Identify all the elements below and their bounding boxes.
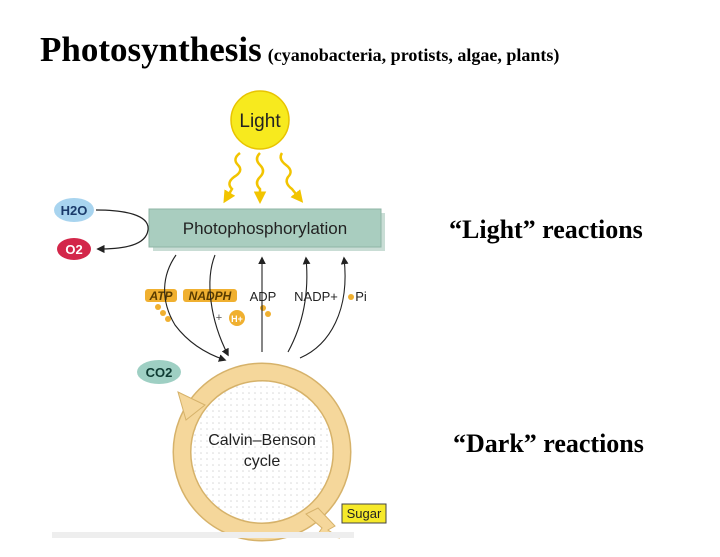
slide-title: Photosynthesis(cyanobacteria, protists, … xyxy=(40,30,559,70)
sun-icon xyxy=(230,90,290,150)
adp-label: ADP xyxy=(250,289,277,304)
pi-label: Pi xyxy=(355,289,367,304)
h-plus-dot xyxy=(229,310,245,326)
light-ray-center xyxy=(253,152,267,204)
title-subtitle: (cyanobacteria, protists, algae, plants) xyxy=(267,45,560,65)
water-splitting-arrow xyxy=(95,209,149,254)
photophosphorylation-box: Photophosphorylation xyxy=(148,208,385,251)
arrow-atp-down xyxy=(164,254,227,362)
atp-label-group: ATP xyxy=(145,289,177,303)
cycle-label-line1: Calvin–Benson xyxy=(208,432,316,449)
atp-dot-3 xyxy=(165,316,171,322)
o2-blob xyxy=(57,238,91,260)
light-ray-left xyxy=(223,152,242,204)
atp-dot-1 xyxy=(155,304,161,310)
sugar-label: Sugar xyxy=(347,506,382,521)
bottom-bar xyxy=(52,532,354,538)
title-main: Photosynthesis xyxy=(40,30,262,69)
cycle-center xyxy=(190,380,334,524)
photophosphorylation-label: Photophosphorylation xyxy=(183,219,347,238)
co2-label: CO2 xyxy=(146,365,173,380)
dark-reactions-label: “Dark” reactions xyxy=(453,429,644,458)
o2-molecule: O2 xyxy=(57,238,91,260)
light-ray-right xyxy=(279,152,304,203)
atp-highlight xyxy=(145,289,177,302)
photo-box xyxy=(148,208,382,248)
arrow-pi-up xyxy=(299,256,349,359)
exchange-arrows xyxy=(164,254,349,362)
h2o-molecule: H2O xyxy=(54,198,94,222)
sugar-output: Sugar xyxy=(341,503,387,524)
h-plus-ion: H+ xyxy=(229,310,245,326)
atp-dot-2 xyxy=(160,310,166,316)
plus-sign: + xyxy=(216,312,222,324)
co2-blob xyxy=(137,360,181,384)
nadp-plus-label: NADP+ xyxy=(294,289,338,304)
h-plus-label: H+ xyxy=(231,314,243,324)
co2-molecule: CO2 xyxy=(137,360,181,384)
adp-dot-1 xyxy=(260,305,266,311)
cycle-label-line2: cycle xyxy=(244,453,281,470)
cycle-ring-arrowhead xyxy=(177,391,206,421)
light-reactions-label: “Light” reactions xyxy=(449,215,643,244)
light-label: Light xyxy=(239,111,281,132)
o2-label: O2 xyxy=(65,242,82,257)
light-sun: Light xyxy=(230,90,290,150)
h2o-blob xyxy=(54,198,94,222)
arrow-nadph-down xyxy=(209,254,229,357)
pi-dot xyxy=(348,294,354,300)
light-rays xyxy=(223,152,304,204)
sugar-box xyxy=(341,503,387,524)
arrow-nadp-up xyxy=(287,256,311,353)
calvin-benson-cycle: Calvin–Benson cycle xyxy=(172,362,352,542)
adp-dot-2 xyxy=(265,311,271,317)
atp-label: ATP xyxy=(148,289,173,303)
h2o-label: H2O xyxy=(61,203,88,218)
